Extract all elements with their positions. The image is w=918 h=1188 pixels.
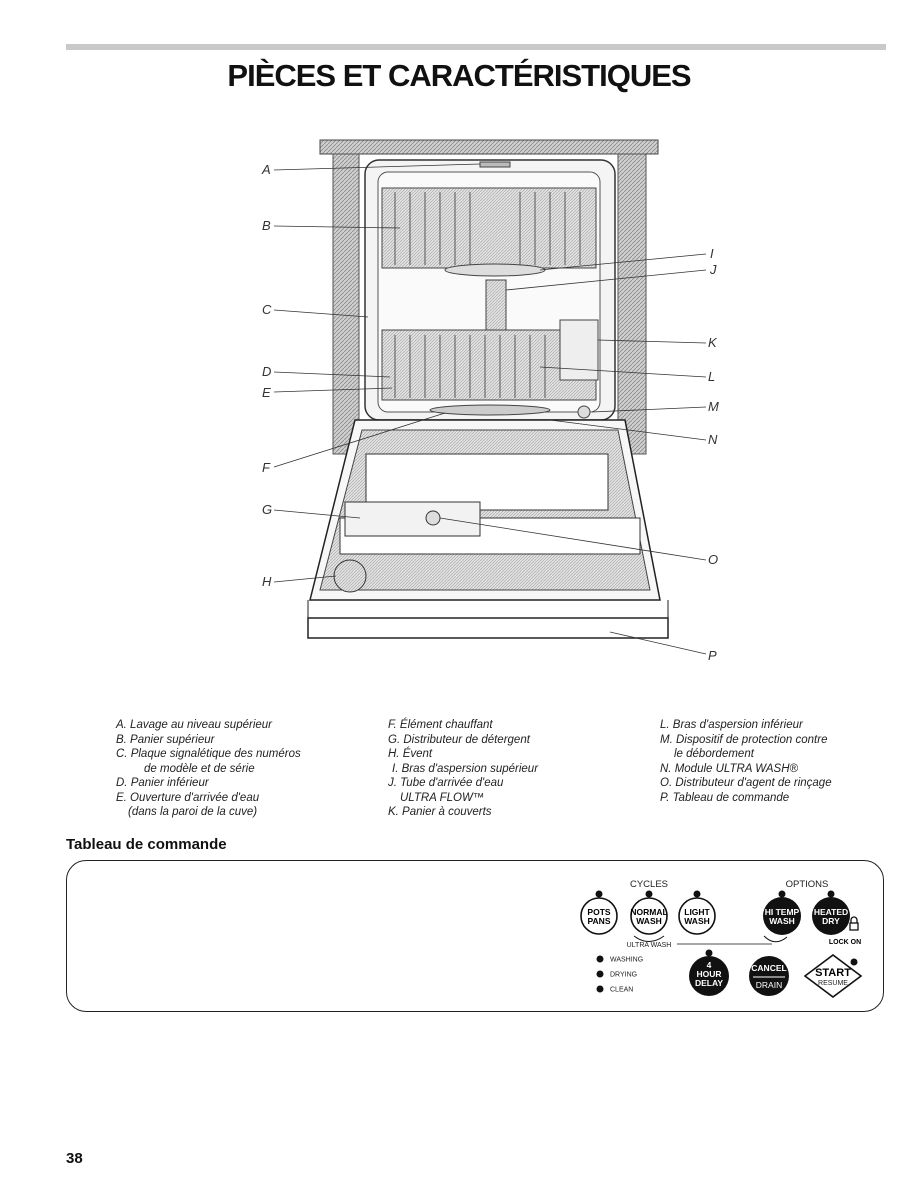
hour-delay-line3: DELAY <box>695 978 723 988</box>
label-m: M <box>708 399 719 414</box>
label-g: G <box>262 502 272 517</box>
light-wash-button[interactable]: LIGHT WASH <box>678 890 716 935</box>
hour-delay-button[interactable]: 4 HOUR DELAY <box>689 949 729 997</box>
normal-wash-line2: WASH <box>636 916 662 926</box>
legend-item: (dans la paroi de la cuve) <box>128 806 258 818</box>
pots-pans-button[interactable]: POTS PANS <box>580 890 618 935</box>
legend-item: E. Ouverture d'arrivée d'eau <box>116 791 260 804</box>
legend-item: L. Bras d'aspersion inférieur <box>660 719 803 731</box>
hi-temp-wash-line1: HI TEMP <box>765 907 800 917</box>
dishwasher-diagram: A B C D E F G H I J K L M N O P <box>261 139 719 663</box>
legend-item: N. Module ULTRA WASH® <box>660 762 798 775</box>
legend-item: I. Bras d'aspersion supérieur <box>392 762 539 775</box>
label-n: N <box>708 432 718 447</box>
label-f: F <box>262 460 271 475</box>
options-label: OPTIONS <box>786 879 829 890</box>
label-o: O <box>708 552 718 567</box>
hi-temp-wash-button[interactable]: HI TEMP WASH <box>763 890 801 936</box>
control-panel-graphic: CYCLES OPTIONS POTS PANS NORMAL WASH LIG… <box>580 879 863 998</box>
hi-temp-wash-line2: WASH <box>769 916 795 926</box>
heated-dry-line2: DRY <box>822 916 840 926</box>
label-e: E <box>262 385 271 400</box>
legend-item: M. Dispositif de protection contre <box>660 733 828 746</box>
legend-item: A. Lavage au niveau supérieur <box>116 719 272 731</box>
normal-wash-line1: NORMAL <box>630 907 667 917</box>
page-title: PIÈCES ET CARACTÉRISTIQUES <box>227 58 691 93</box>
drying-indicator <box>596 970 604 978</box>
legend-item: J. Tube d'arrivée d'eau <box>388 777 504 789</box>
hour-delay-line2: HOUR <box>696 969 721 979</box>
legend-col-2: F. Élément chauffant G. Distributeur de … <box>388 718 538 820</box>
label-h: H <box>262 574 272 589</box>
hour-delay-line1: 4 <box>707 960 712 970</box>
legend-item: D. Panier inférieur <box>116 777 209 789</box>
heated-dry-line1: HEATED <box>814 907 848 917</box>
label-i: I <box>710 246 714 261</box>
label-a: A <box>261 162 271 177</box>
drain-label: DRAIN <box>756 980 782 990</box>
label-l: L <box>708 369 715 384</box>
legend-col-3: L. Bras d'aspersion inférieur M. Disposi… <box>660 718 832 805</box>
section-heading: Tableau de commande <box>66 836 227 853</box>
header-rule <box>66 44 886 50</box>
label-b: B <box>262 218 271 233</box>
legend-item: O. Distributeur d'agent de rinçage <box>660 777 832 789</box>
cancel-drain-button[interactable]: CANCEL DRAIN <box>749 956 789 996</box>
ultra-wash-label: ULTRA WASH <box>627 942 672 949</box>
legend-item: F. Élément chauffant <box>388 719 493 731</box>
start-label: START <box>815 967 851 979</box>
legend-item: P. Tableau de commande <box>660 791 790 804</box>
label-p: P <box>708 648 717 663</box>
cancel-label: CANCEL <box>751 963 786 973</box>
control-panel: CYCLES OPTIONS POTS PANS NORMAL WASH LIG… <box>66 860 884 1012</box>
resume-label: RESUME <box>818 980 848 987</box>
label-k: K <box>708 335 718 350</box>
legend-item: de modèle et de série <box>144 762 255 775</box>
legend-item: le débordement <box>674 748 754 760</box>
lock-on-label: LOCK ON <box>829 939 861 946</box>
page-number: 38 <box>66 1150 83 1167</box>
cycles-label: CYCLES <box>630 879 668 890</box>
legend-item: K. Panier à couverts <box>388 806 492 818</box>
legend-item: C. Plaque signalétique des numéros <box>116 748 301 760</box>
washing-indicator <box>596 955 604 963</box>
washing-label: WASHING <box>610 957 643 964</box>
clean-label: CLEAN <box>610 987 633 994</box>
normal-wash-button[interactable]: NORMAL WASH <box>630 890 668 935</box>
label-d: D <box>262 364 271 379</box>
start-resume-button[interactable]: START RESUME <box>803 954 863 998</box>
drying-label: DRYING <box>610 972 637 979</box>
legend-col-1: A. Lavage au niveau supérieur B. Panier … <box>116 718 301 820</box>
label-j: J <box>709 262 717 277</box>
heated-dry-button[interactable]: HEATED DRY <box>812 890 850 936</box>
lock-icon <box>849 916 859 931</box>
legend-item: ULTRA FLOW™ <box>400 791 485 804</box>
label-c: C <box>262 302 272 317</box>
light-wash-line1: LIGHT <box>684 907 710 917</box>
clean-indicator <box>596 985 604 993</box>
pots-pans-line1: POTS <box>587 907 610 917</box>
pots-pans-line2: PANS <box>588 916 611 926</box>
legend-item: B. Panier supérieur <box>116 733 215 746</box>
light-wash-line2: WASH <box>684 916 710 926</box>
legend-item: G. Distributeur de détergent <box>388 733 530 746</box>
legend-item: H. Évent <box>388 748 433 760</box>
